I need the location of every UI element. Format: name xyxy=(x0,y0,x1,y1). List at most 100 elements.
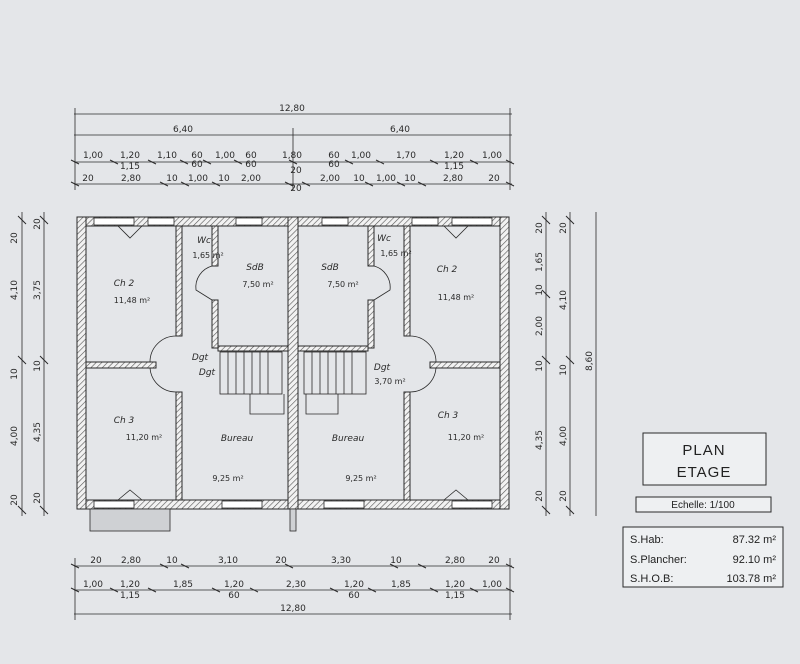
room-area: 7,50 m² xyxy=(327,280,358,289)
dim-top-row3-label: 60 xyxy=(245,151,257,161)
dim-left-label: 20 xyxy=(33,218,43,230)
dim-bottom-row1-label: 20 xyxy=(275,556,287,566)
stairs xyxy=(219,351,367,415)
dim-bottom-row1-label: 2,80 xyxy=(121,556,141,566)
dim-bottom-row2-label: 60 xyxy=(228,591,240,601)
dim-top-row4-label: 20 xyxy=(290,166,302,176)
room-area: 1,65 m² xyxy=(192,251,223,260)
dim-left-label: 3,75 xyxy=(33,280,43,300)
room-name: Ch 2 xyxy=(114,279,135,289)
dim-bottom-row1-label: 3,30 xyxy=(331,556,351,566)
dim-top-row3-label: 60 xyxy=(191,151,203,161)
dim-top-row3-label: 60 xyxy=(328,151,340,161)
dim-right-label: 10 xyxy=(535,284,545,296)
dim-top-row4-label: 20 xyxy=(82,174,94,184)
dim-top-row3-label: 1,20 xyxy=(444,151,464,161)
dim-left-label: 20 xyxy=(33,492,43,504)
dim-right-label: 20 xyxy=(535,222,545,234)
windows xyxy=(89,217,493,532)
dim-top-row4-label: 20 xyxy=(290,184,302,194)
room-area: 11,48 m² xyxy=(114,296,150,305)
dim-top-row4-label: 10 xyxy=(218,174,230,184)
dim-right-label: 2,00 xyxy=(535,316,545,336)
room-area: 9,25 m² xyxy=(345,474,376,483)
dim-top-row3-label: 1,20 xyxy=(120,151,140,161)
dim-left-label: 10 xyxy=(10,368,20,380)
dim-bottom-row2-label: 1,20 xyxy=(344,580,364,590)
dim-right-label: 10 xyxy=(535,360,545,372)
dim-bottom-row2-label: 1,85 xyxy=(391,580,411,590)
dim-bottom-row2-label: 1,85 xyxy=(173,580,193,590)
dim-top-row4-label: 2,00 xyxy=(241,174,261,184)
surface-value-plancher: 92.10 m² xyxy=(733,554,777,566)
dim-left-label: 4,35 xyxy=(33,422,43,442)
dim-top-row3-label: 1,15 xyxy=(120,162,140,172)
dim-top-row3-label: 60 xyxy=(328,160,340,170)
dim-left-label: 20 xyxy=(10,232,20,244)
dim-bottom-row2-label: 1,20 xyxy=(445,580,465,590)
dim-right-label: 4,00 xyxy=(559,426,569,446)
dimension-ticks xyxy=(17,159,575,593)
dim-right-label: 10 xyxy=(559,364,569,376)
dim-top-row3-label: 1,70 xyxy=(396,151,416,161)
room-name: SdB xyxy=(321,263,339,273)
room-area: 1,65 m² xyxy=(380,249,411,258)
dim-left-label: 10 xyxy=(33,360,43,372)
title-block: PLAN ETAGE Echelle: 1/100 S.Hab: 87.32 m… xyxy=(622,432,784,588)
title-box xyxy=(642,432,767,486)
dim-bottom-row1-label: 20 xyxy=(90,556,102,566)
dim-top-row3-label: 1,00 xyxy=(215,151,235,161)
dim-bottom-row2-label: 1,20 xyxy=(120,580,140,590)
dim-top-total: 12,80 xyxy=(279,104,305,114)
dim-top-row3-label: 60 xyxy=(191,160,203,170)
dim-top-row3-label: 1,80 xyxy=(282,151,302,161)
plan-title-line2: ETAGE xyxy=(677,464,732,481)
dim-bottom-row1-label: 10 xyxy=(166,556,178,566)
dim-bottom-row2-label: 2,30 xyxy=(286,580,306,590)
room-name: Dgt xyxy=(199,368,216,378)
room-area: 9,25 m² xyxy=(212,474,243,483)
room-name: Wc xyxy=(377,234,391,244)
dim-bottom-row2-label: 1,20 xyxy=(224,580,244,590)
dim-bottom-row2-label: 1,15 xyxy=(120,591,140,601)
walls xyxy=(76,216,510,510)
dim-bottom-row1-label: 3,10 xyxy=(218,556,238,566)
dim-bottom-row1-label: 20 xyxy=(488,556,500,566)
dim-top-row3-label: 1,00 xyxy=(351,151,371,161)
dim-right-label: 4,10 xyxy=(559,290,569,310)
scale-label: Echelle: 1/100 xyxy=(671,500,735,511)
dim-right-label: 20 xyxy=(559,222,569,234)
dim-right-label: 20 xyxy=(535,490,545,502)
room-name: Ch 2 xyxy=(437,265,458,275)
dim-top-row4-label: 10 xyxy=(353,174,365,184)
room-name: Ch 3 xyxy=(438,411,459,421)
room-name: Bureau xyxy=(221,434,254,444)
surface-label-shob: S.H.O.B: xyxy=(630,573,673,585)
room-name: Wc xyxy=(197,236,211,246)
dim-right-label: 4,35 xyxy=(535,430,545,450)
dim-top-row3-label: 1,00 xyxy=(83,151,103,161)
plan-title-line1: PLAN xyxy=(682,442,725,459)
dim-top-row4-label: 20 xyxy=(488,174,500,184)
dim-top-row3-label: 60 xyxy=(245,160,257,170)
dim-bottom-row2-label: 60 xyxy=(348,591,360,601)
dim-top-row4-label: 2,80 xyxy=(443,174,463,184)
dim-top-half-left: 6,40 xyxy=(173,125,193,135)
dim-bottom-total: 12,80 xyxy=(280,604,306,614)
surface-label-hab: S.Hab: xyxy=(630,534,664,546)
room-area: 7,50 m² xyxy=(242,280,273,289)
surface-value-shob: 103.78 m² xyxy=(726,573,776,585)
dim-bottom-row2-label: 1,15 xyxy=(445,591,465,601)
dim-top-row3-label: 1,00 xyxy=(482,151,502,161)
room-name: SdB xyxy=(246,263,264,273)
room-area: 11,20 m² xyxy=(126,433,162,442)
dim-right-label: 1,65 xyxy=(535,252,545,272)
dim-top-row3-label: 1,10 xyxy=(157,151,177,161)
dimension-lines xyxy=(21,108,597,620)
dim-top-half-right: 6,40 xyxy=(390,125,410,135)
dim-left-label: 20 xyxy=(10,494,20,506)
dim-bottom-row2-label: 1,00 xyxy=(83,580,103,590)
